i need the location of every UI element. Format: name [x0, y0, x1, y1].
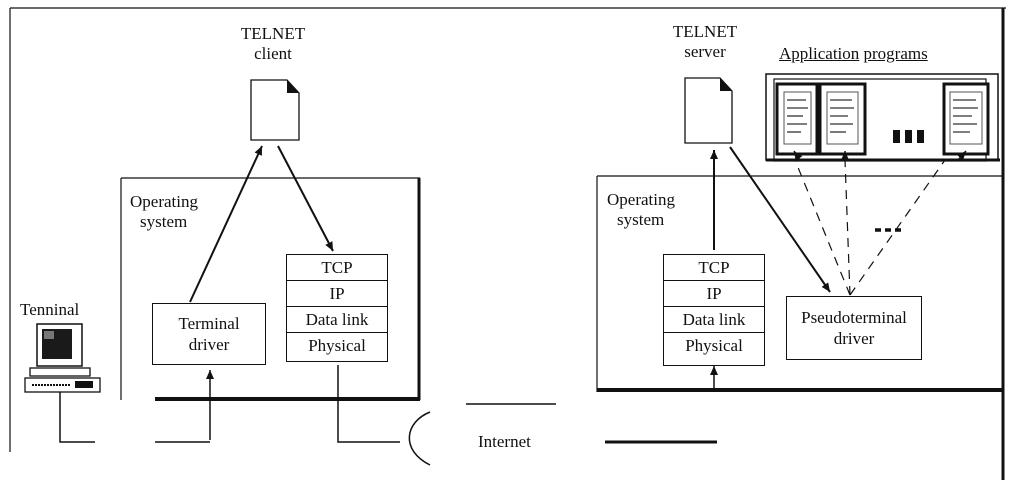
server-title-line2: server [684, 42, 726, 61]
arrow-up-app1 [793, 150, 803, 161]
arrow-up-app3 [957, 150, 967, 161]
dash-line-app3 [849, 159, 946, 296]
terminal-driver-line2: driver [188, 335, 230, 354]
server-title-line1: TELNET [672, 22, 738, 41]
client-physical-layer: Physical [308, 336, 366, 355]
arrow-server-to-pseudo [729, 146, 831, 293]
client-datalink-layer: Data link [287, 307, 387, 333]
client-os-line1: Operating [130, 192, 198, 211]
server-tcp-layer: TCP [664, 255, 764, 281]
server-ip-layer: IP [664, 281, 764, 307]
terminal-driver-line1: Terminal [178, 314, 240, 333]
client-document-icon [250, 79, 300, 141]
client-os-label: Operating system [130, 192, 198, 232]
arrow-client-to-tcp [277, 145, 334, 252]
ellipsis-squares [893, 130, 924, 143]
client-network-line [337, 365, 400, 443]
client-title-line1: TELNET [240, 24, 306, 43]
server-title: TELNET server [660, 22, 750, 62]
app-program-icon-2 [818, 82, 867, 156]
terminal-label: Tenninal [20, 300, 80, 319]
dash-line-app2 [844, 159, 851, 296]
application-programs-label: Application programs [779, 44, 928, 64]
server-document-icon [684, 77, 733, 144]
arrow-driver-to-client [189, 145, 263, 303]
server-os-line1: Operating [607, 190, 675, 209]
app-label-word2: programs [863, 44, 928, 63]
app-label-word1: Application [779, 44, 860, 63]
pseudo-driver-line1: Pseudoterminal [801, 308, 907, 327]
client-os-line2: system [140, 212, 188, 231]
internet-cloud-edge [408, 411, 431, 466]
server-protocol-stack: TCP IP Data link Physical [663, 254, 765, 366]
client-title-line2: client [254, 44, 292, 63]
pseudoterminal-driver-box: Pseudoterminal driver [786, 296, 922, 360]
pseudo-driver-line2: driver [833, 329, 875, 348]
client-ip-layer: IP [287, 281, 387, 307]
server-os-line2: system [617, 210, 665, 229]
terminal-cable-left [59, 385, 95, 443]
server-datalink-layer: Data link [664, 307, 764, 333]
server-physical-layer: Physical [685, 336, 743, 355]
app-program-icon-3 [942, 82, 990, 156]
computer-terminal-icon [24, 323, 101, 393]
client-tcp-layer: TCP [287, 255, 387, 281]
client-protocol-stack: TCP IP Data link Physical [286, 254, 388, 362]
client-title: TELNET client [228, 24, 318, 64]
dash-line-app1 [794, 159, 851, 296]
app-program-icon-1 [775, 82, 819, 156]
server-os-label: Operating system [607, 190, 675, 230]
internet-label: Internet [478, 432, 531, 451]
terminal-driver-box: Terminal driver [152, 303, 266, 365]
